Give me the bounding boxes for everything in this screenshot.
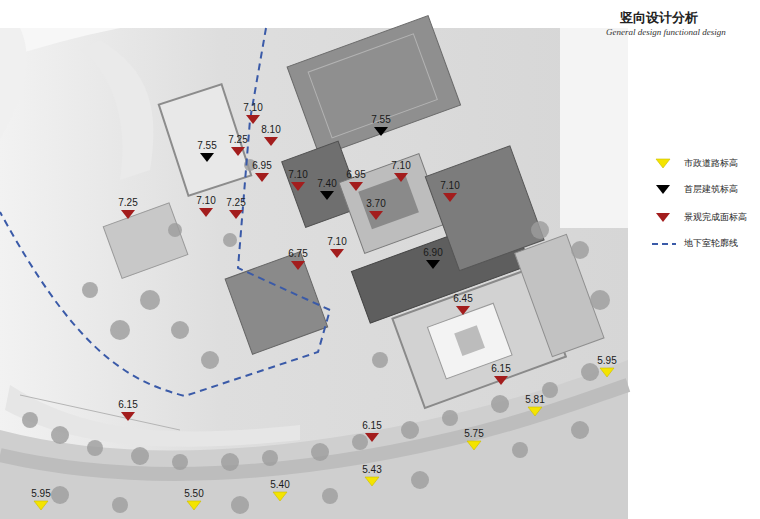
elevation-marker <box>34 501 48 510</box>
elevation-value: 6.45 <box>453 293 472 305</box>
elevation-marker <box>187 501 201 510</box>
elevation-marker <box>369 211 383 220</box>
elevation-marker <box>291 261 305 270</box>
elevation-value: 5.43 <box>362 464 381 476</box>
elevation-marker <box>528 407 542 416</box>
elevation-value: 3.70 <box>366 198 385 210</box>
subtitle: General design functional design <box>606 27 726 38</box>
elevation-marker <box>394 173 408 182</box>
legend-swatch <box>656 213 670 222</box>
elevation-value: 6.90 <box>423 247 442 259</box>
legend-swatch <box>656 159 670 168</box>
elevation-value: 7.10 <box>327 236 346 248</box>
elevation-value: 6.95 <box>346 169 365 181</box>
elevation-value: 7.40 <box>317 178 336 190</box>
elevation-marker <box>365 477 379 486</box>
elevation-marker <box>365 433 379 442</box>
elevation-marker <box>374 127 388 136</box>
elevation-marker <box>273 492 287 501</box>
elevation-value: 6.15 <box>118 399 137 411</box>
elevation-value: 5.50 <box>184 488 203 500</box>
legend-text: 首层建筑标高 <box>684 184 738 195</box>
elevation-marker <box>320 191 334 200</box>
elevation-marker <box>349 182 363 191</box>
elevation-value: 7.25 <box>226 197 245 209</box>
legend-text: 地下室轮廓线 <box>684 238 738 249</box>
elevation-marker <box>200 153 214 162</box>
elevation-marker <box>264 137 278 146</box>
elevation-marker <box>246 115 260 124</box>
elevation-marker <box>121 210 135 219</box>
elevation-value: 7.55 <box>371 114 390 126</box>
elevation-marker <box>121 412 135 421</box>
elevation-value: 7.10 <box>243 102 262 114</box>
elevation-value: 8.10 <box>261 124 280 136</box>
elevation-value: 6.15 <box>491 363 510 375</box>
elevation-marker <box>291 182 305 191</box>
legend-text: 市政道路标高 <box>684 158 738 169</box>
elevation-marker <box>255 173 269 182</box>
elevation-value: 5.95 <box>597 355 616 367</box>
elevation-value: 6.75 <box>288 248 307 260</box>
legend-text: 景观完成面标高 <box>684 212 747 223</box>
elevation-marker <box>330 249 344 258</box>
elevation-marker <box>600 368 614 377</box>
elevation-value: 5.95 <box>31 488 50 500</box>
elevation-value: 7.25 <box>228 134 247 146</box>
elevation-value: 5.75 <box>464 428 483 440</box>
elevation-marker <box>443 193 457 202</box>
elevation-marker <box>231 147 245 156</box>
elevation-value: 7.10 <box>288 169 307 181</box>
elevation-marker <box>467 441 481 450</box>
legend-swatch <box>656 185 670 194</box>
elevation-marker <box>199 208 213 217</box>
elevation-value: 5.81 <box>525 394 544 406</box>
elevation-value: 6.15 <box>362 420 381 432</box>
elevation-value: 7.25 <box>118 197 137 209</box>
elevation-value: 7.10 <box>196 195 215 207</box>
elevation-value: 7.55 <box>197 140 216 152</box>
legend-line-sample <box>652 243 676 245</box>
elevation-marker <box>456 306 470 315</box>
elevation-value: 5.40 <box>270 479 289 491</box>
elevation-marker <box>494 376 508 385</box>
elevation-marker <box>426 260 440 269</box>
elevation-value: 7.10 <box>440 180 459 192</box>
elevation-value: 7.10 <box>391 160 410 172</box>
elevation-marker <box>229 210 243 219</box>
title: 竖向设计分析 <box>620 10 698 25</box>
elevation-value: 6.95 <box>252 160 271 172</box>
